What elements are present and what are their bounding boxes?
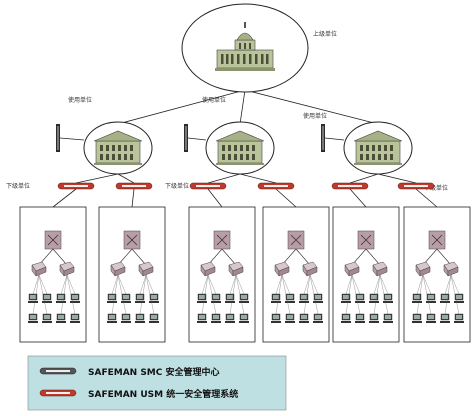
pc-icon [106, 293, 118, 304]
core-switch-icon [123, 230, 141, 250]
mid-node-label: 使用单位 [68, 96, 92, 104]
pc-icon [196, 293, 208, 304]
pc-icon [41, 293, 53, 304]
core-switch-icon [44, 230, 62, 250]
core-switch-icon [287, 230, 305, 250]
sub-unit-network [331, 182, 400, 343]
sub-unit-network [397, 182, 471, 343]
usm-device-icon [331, 182, 369, 190]
pc-icon [27, 293, 39, 304]
usm-device-icon [257, 182, 295, 190]
pc-icon [453, 313, 465, 324]
pc-icon [312, 313, 324, 324]
core-switch-icon [428, 230, 446, 250]
pc-icon [411, 313, 423, 324]
legend-item-usm: SAFEMAN USM 统一安全管理系统 [39, 388, 238, 400]
usm-device-icon [189, 182, 227, 190]
core-switch-icon [357, 230, 375, 250]
legend-text-smc: SAFEMAN SMC 安全管理中心 [88, 366, 220, 378]
sub-unit-label: 下级单位 [165, 182, 189, 190]
usm-device-icon [39, 389, 77, 397]
pc-icon [210, 313, 222, 324]
pc-icon [354, 313, 366, 324]
pc-icon [55, 313, 67, 324]
pc-icon [238, 313, 250, 324]
sub-unit-network [19, 182, 95, 343]
pc-icon [298, 293, 310, 304]
pc-icon [224, 313, 236, 324]
sub-unit-label: 下级单位 [6, 182, 30, 190]
top-node: 上级单位 [181, 3, 337, 93]
sub-unit-network [188, 182, 256, 343]
pc-icon [148, 293, 160, 304]
pc-icon [298, 313, 310, 324]
pc-icon [196, 313, 208, 324]
sub-unit-label: 下级单位 [424, 184, 448, 192]
firewall-icon [321, 124, 325, 152]
pc-icon [340, 313, 352, 324]
usm-device-icon [397, 182, 435, 190]
pc-icon [27, 313, 39, 324]
firewall-icon [184, 124, 188, 152]
pc-icon [134, 293, 146, 304]
pc-icon [368, 313, 380, 324]
pc-icon [382, 293, 394, 304]
pc-icon [69, 293, 81, 304]
pc-icon [120, 313, 132, 324]
pc-icon [354, 293, 366, 304]
pc-icon [148, 313, 160, 324]
pc-icon [134, 313, 146, 324]
pc-icon [284, 313, 296, 324]
pc-icon [340, 293, 352, 304]
pc-icon [69, 313, 81, 324]
pc-icon [382, 313, 394, 324]
pc-icon [284, 293, 296, 304]
legend-text-usm: SAFEMAN USM 统一安全管理系统 [88, 388, 238, 400]
pc-icon [120, 293, 132, 304]
pc-icon [411, 293, 423, 304]
pc-icon [439, 293, 451, 304]
pc-icon [41, 313, 53, 324]
sub-unit-network [98, 182, 166, 343]
pc-icon [55, 293, 67, 304]
connection-lines [59, 89, 417, 184]
pc-icon [270, 313, 282, 324]
core-switch-icon [213, 230, 231, 250]
legend-box [27, 355, 287, 411]
pc-icon [210, 293, 222, 304]
mid-node-label: 使用单位 [202, 96, 226, 104]
usm-device-icon [115, 182, 153, 190]
pc-icon [425, 313, 437, 324]
legend: SAFEMAN SMC 安全管理中心 SAFEMAN USM 统一安全管理系统 [27, 355, 287, 411]
legend-item-smc: SAFEMAN SMC 安全管理中心 [39, 366, 220, 378]
pc-icon [270, 293, 282, 304]
usm-device-icon [57, 182, 95, 190]
pc-icon [439, 313, 451, 324]
firewall-icon [56, 124, 60, 152]
pc-icon [425, 293, 437, 304]
pc-icon [312, 293, 324, 304]
pc-icon [106, 313, 118, 324]
pc-icon [238, 293, 250, 304]
pc-icon [453, 293, 465, 304]
mid-node-label: 使用单位 [303, 112, 327, 120]
sub-unit-network [257, 182, 330, 343]
pc-icon [368, 293, 380, 304]
top-node-label: 上级单位 [313, 30, 337, 38]
pc-icon [224, 293, 236, 304]
